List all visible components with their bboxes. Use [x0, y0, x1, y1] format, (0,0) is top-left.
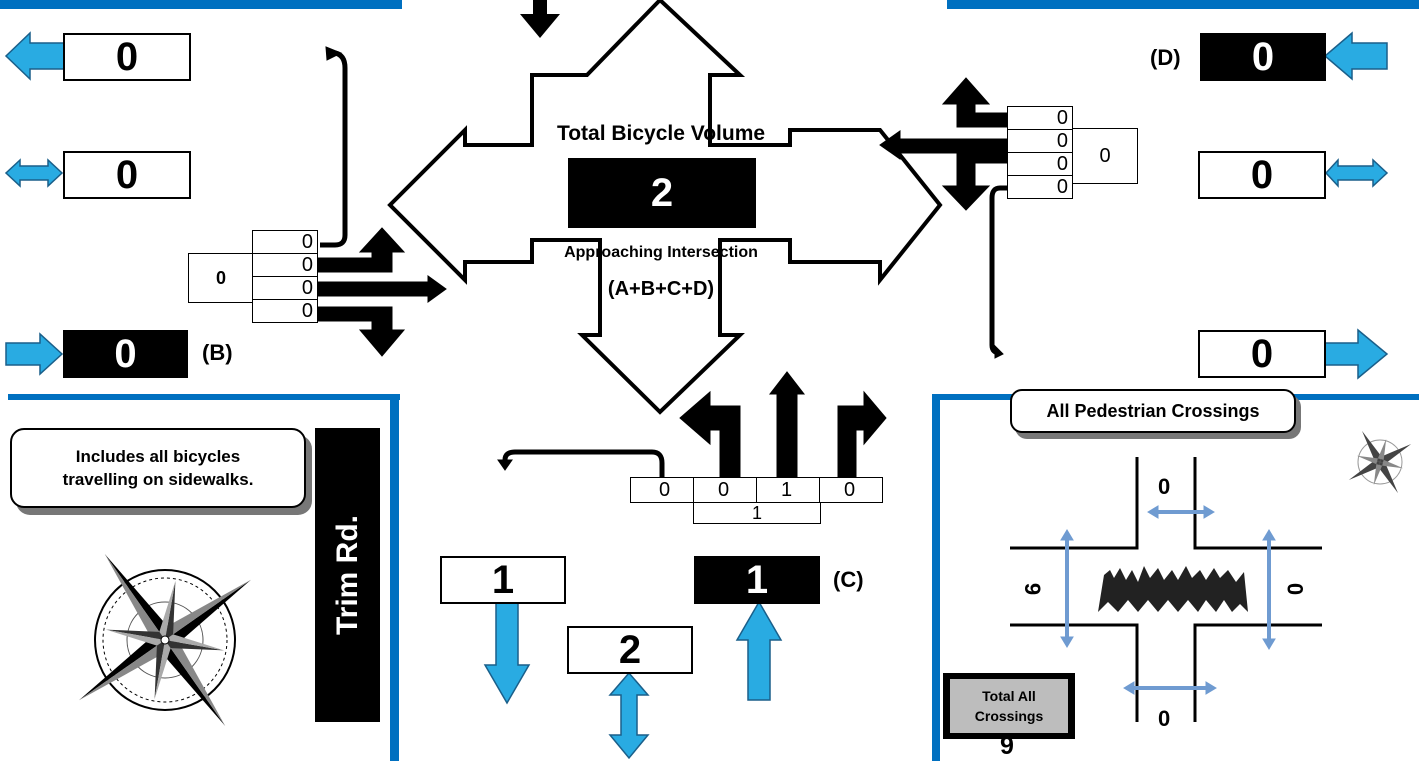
west-approach-label: (B) — [202, 340, 233, 366]
central-total: 2 — [568, 158, 756, 228]
pedestrians-icon — [1095, 566, 1250, 612]
west-in-right-count: 0 — [63, 330, 188, 378]
east-out-right-count: 0 — [1198, 330, 1326, 378]
east-approach-total: 0 — [1072, 128, 1138, 184]
south-in-up-arrow — [737, 602, 781, 700]
central-subtitle: Approaching Intersection — [532, 244, 790, 262]
street-name-banner: Trim Rd. — [315, 428, 380, 722]
total-crossings-label-1: Total All — [975, 686, 1043, 706]
south-approach-total: 1 — [693, 502, 821, 524]
street-name: Trim Rd. — [331, 515, 365, 635]
west-in-right-arrow — [6, 334, 62, 374]
ped-south-count: 0 — [1158, 706, 1170, 732]
south-out-both-arrow — [610, 673, 648, 758]
sidewalk-note: Includes all bicycles travelling on side… — [10, 428, 306, 508]
central-title: Total Bicycle Volume — [532, 122, 790, 146]
west-lane-count: 0 — [252, 276, 318, 300]
east-in-left-arrow — [1325, 33, 1387, 79]
south-out-down-count: 1 — [440, 556, 566, 604]
west-out-left-count: 0 — [63, 33, 191, 81]
total-crossings-value: 9 — [1000, 732, 1014, 761]
east-lane-count: 0 — [1007, 129, 1073, 153]
west-out-both-count: 0 — [63, 151, 191, 199]
sidewalk-note-line1: Includes all bicycles — [63, 445, 254, 468]
north-down-arrow — [520, 0, 560, 38]
west-out-left-arrow — [6, 33, 65, 79]
pedestrian-title: All Pedestrian Crossings — [1010, 389, 1296, 433]
south-out-both-count: 2 — [567, 626, 693, 674]
ped-west-count: 9 — [1019, 583, 1045, 595]
south-out-down-arrow — [485, 601, 529, 703]
east-lane-count: 0 — [1007, 175, 1073, 199]
compass-small-icon — [1331, 413, 1419, 511]
east-out-both-arrow — [1326, 160, 1387, 186]
ped-east-count: 0 — [1283, 583, 1309, 595]
east-out-right-arrow — [1325, 330, 1387, 378]
west-approach-total: 0 — [188, 253, 254, 303]
east-approach-label: (D) — [1150, 45, 1181, 71]
west-out-both-arrow — [6, 160, 62, 186]
south-lane-count: 1 — [756, 477, 820, 503]
east-lane-count: 0 — [1007, 106, 1073, 130]
south-in-up-count: 1 — [694, 556, 820, 604]
ped-north-count: 0 — [1158, 474, 1170, 500]
east-lane-count: 0 — [1007, 152, 1073, 176]
west-lane-count: 0 — [252, 299, 318, 323]
west-lane-count: 0 — [252, 230, 318, 254]
compass-rose-icon — [19, 494, 311, 761]
west-lane-count: 0 — [252, 253, 318, 277]
east-out-both-count: 0 — [1198, 151, 1326, 199]
central-formula: (A+B+C+D) — [532, 278, 790, 301]
total-crossings-label-2: Crossings — [975, 706, 1043, 726]
south-lane-count: 0 — [819, 477, 883, 503]
east-in-left-count: 0 — [1200, 33, 1326, 81]
south-lane-count: 0 — [630, 477, 694, 503]
sidewalk-note-line2: travelling on sidewalks. — [63, 468, 254, 491]
south-lane-count: 0 — [693, 477, 757, 503]
south-turn-arrows — [498, 372, 886, 478]
total-crossings-box: Total All Crossings — [943, 673, 1075, 739]
south-approach-label: (C) — [833, 567, 864, 593]
